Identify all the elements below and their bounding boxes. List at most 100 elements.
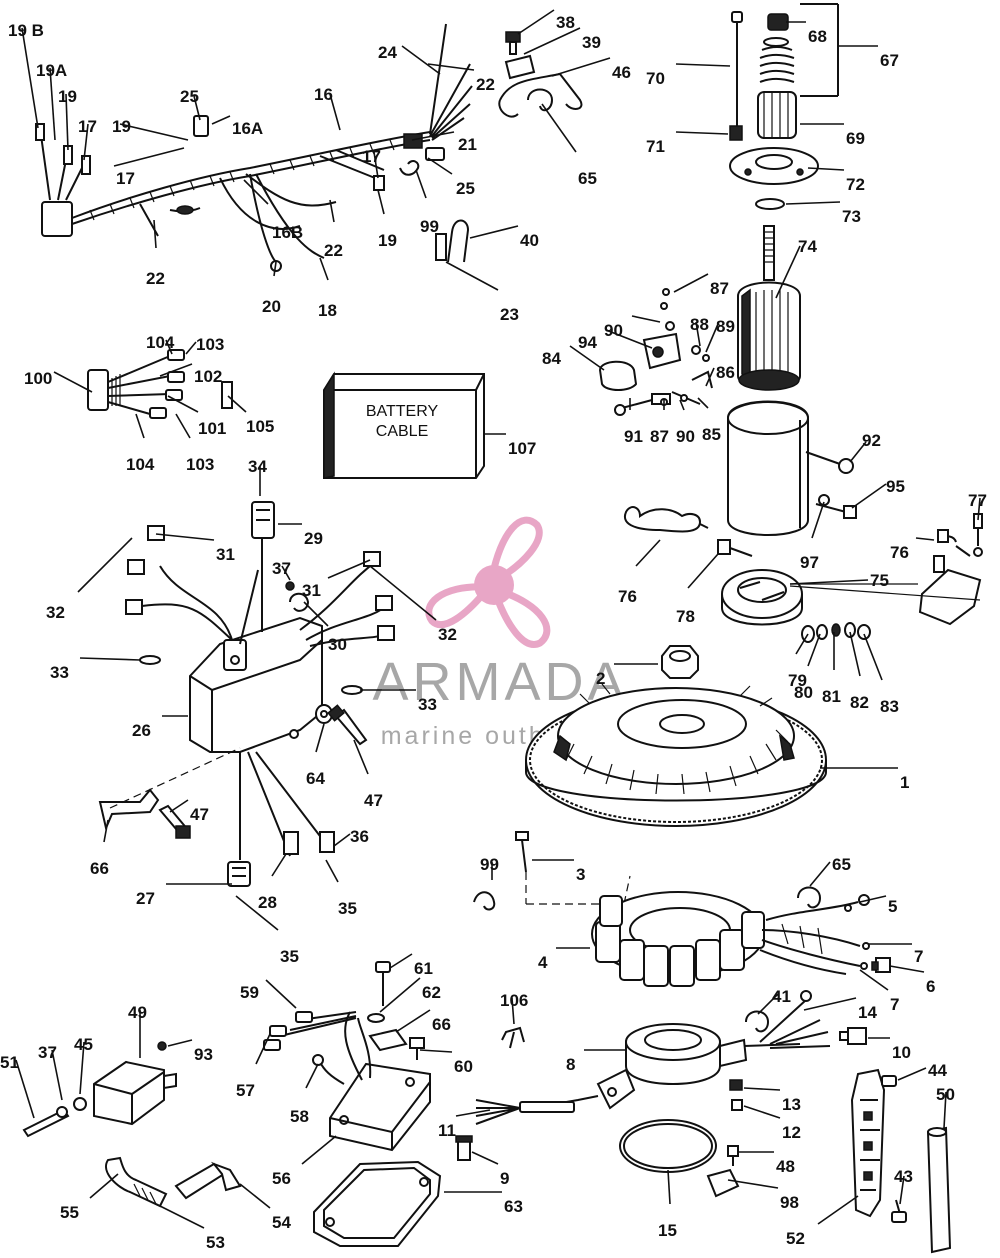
callout-label-c67[interactable]: 67 (880, 51, 899, 70)
bracket-46[interactable] (498, 72, 583, 118)
wiring-harness-16[interactable] (35, 23, 473, 272)
clip-40[interactable] (447, 219, 470, 263)
screw-48[interactable] (727, 1145, 739, 1166)
callout-label-c93[interactable]: 93 (194, 1045, 213, 1064)
callout-label-c56[interactable]: 56 (272, 1169, 291, 1188)
washers-79-83[interactable] (801, 622, 871, 643)
callout-label-c50[interactable]: 50 (936, 1085, 955, 1104)
callout-label-c1[interactable]: 1 (900, 773, 909, 792)
callout-label-c78[interactable]: 78 (676, 607, 695, 626)
connector-10[interactable] (839, 1027, 867, 1045)
screw-47-right[interactable] (327, 704, 368, 746)
callout-label-c16[interactable]: 16 (314, 85, 333, 104)
callout-label-c103a[interactable]: 103 (196, 335, 224, 354)
callout-label-c76b[interactable]: 76 (618, 587, 637, 606)
screw-95[interactable] (815, 503, 857, 519)
callout-label-c88[interactable]: 88 (690, 315, 709, 334)
strip-50[interactable] (926, 1126, 952, 1254)
callout-label-c95[interactable]: 95 (886, 477, 905, 496)
callout-label-c19b[interactable]: 19 B (8, 21, 44, 40)
callout-label-c14[interactable]: 14 (858, 1003, 877, 1022)
brush-parts-85-91[interactable] (614, 345, 713, 416)
screw-44[interactable] (881, 1075, 897, 1087)
callout-label-c47a[interactable]: 47 (364, 791, 383, 810)
callout-label-c46[interactable]: 46 (612, 63, 631, 82)
callout-label-c17a[interactable]: 17 (78, 117, 97, 136)
callout-label-c94[interactable]: 94 (578, 333, 597, 352)
brush-plate-76-right[interactable] (918, 529, 982, 626)
screw-92[interactable] (805, 451, 854, 474)
callout-label-c102[interactable]: 102 (194, 367, 222, 386)
callout-label-c25b[interactable]: 25 (456, 179, 475, 198)
callout-label-c22b[interactable]: 22 (324, 241, 343, 260)
callout-label-c54[interactable]: 54 (272, 1213, 291, 1232)
callout-label-c85[interactable]: 85 (702, 425, 721, 444)
callout-label-c31b[interactable]: 31 (302, 581, 321, 600)
callout-label-c37a[interactable]: 37 (272, 559, 291, 578)
callout-label-c19a[interactable]: 19A (36, 61, 67, 80)
callout-label-c31a[interactable]: 31 (216, 545, 235, 564)
callout-label-c60[interactable]: 60 (454, 1057, 473, 1076)
fuse-105[interactable] (221, 381, 233, 409)
armature-74[interactable] (737, 225, 801, 391)
wire-clip-99[interactable] (399, 160, 420, 176)
callout-label-c49[interactable]: 49 (128, 1003, 147, 1022)
oring-33-left[interactable] (139, 655, 161, 665)
callout-label-c28[interactable]: 28 (258, 893, 277, 912)
clip-99-bottom[interactable] (473, 891, 496, 911)
washer-93[interactable] (157, 1041, 167, 1051)
starter-drive-67[interactable] (757, 3, 839, 139)
callout-label-c87b[interactable]: 87 (650, 427, 669, 446)
callout-label-c41[interactable]: 41 (772, 987, 791, 1006)
callout-label-c32a[interactable]: 32 (46, 603, 65, 622)
callout-label-c100[interactable]: 100 (24, 369, 52, 388)
callout-label-c26[interactable]: 26 (132, 721, 151, 740)
connector-29[interactable] (251, 501, 275, 539)
callout-label-c79[interactable]: 79 (788, 671, 807, 690)
callout-label-c99a[interactable]: 99 (420, 217, 439, 236)
clamp-41[interactable] (745, 1010, 770, 1033)
ignition-leads-100[interactable] (87, 349, 185, 419)
callout-label-c72[interactable]: 72 (846, 175, 865, 194)
clamp-65-top[interactable] (527, 88, 554, 112)
connectors-27-28-36[interactable] (227, 831, 335, 887)
callout-label-c27[interactable]: 27 (136, 889, 155, 908)
washer-73[interactable] (755, 198, 785, 210)
callout-label-c43[interactable]: 43 (894, 1167, 913, 1186)
callout-label-c21[interactable]: 21 (458, 135, 477, 154)
callout-label-c91[interactable]: 91 (624, 427, 643, 446)
callout-label-c19c[interactable]: 19 (112, 117, 131, 136)
washer-71[interactable] (729, 125, 743, 141)
callout-label-c5[interactable]: 5 (888, 897, 897, 916)
callout-label-c45[interactable]: 45 (74, 1035, 93, 1054)
charge-coil-8[interactable] (475, 990, 831, 1125)
screw-60[interactable] (409, 1037, 425, 1060)
bracket-66-bottom[interactable] (368, 1028, 408, 1052)
callout-label-c73[interactable]: 73 (842, 207, 861, 226)
callout-label-c104b[interactable]: 104 (126, 455, 155, 474)
callout-label-c25a[interactable]: 25 (180, 87, 199, 106)
callout-label-c9[interactable]: 9 (500, 1169, 509, 1188)
stator-4[interactable] (591, 891, 870, 987)
callout-label-c33b[interactable]: 33 (418, 695, 437, 714)
callout-label-c37b[interactable]: 37 (38, 1043, 57, 1062)
callout-label-c11[interactable]: 11 (438, 1121, 456, 1140)
callout-label-c69[interactable]: 69 (846, 129, 865, 148)
callout-label-c24[interactable]: 24 (378, 43, 397, 62)
callout-label-c17b[interactable]: 17 (116, 169, 135, 188)
callout-label-c18[interactable]: 18 (318, 301, 337, 320)
callout-label-c99b[interactable]: 99 (480, 855, 499, 874)
washer-62[interactable] (367, 1013, 385, 1023)
callout-label-c16a[interactable]: 16A (232, 119, 263, 138)
callout-label-c20[interactable]: 20 (262, 297, 281, 316)
callout-label-c105[interactable]: 105 (246, 417, 274, 436)
fuse-23[interactable] (435, 233, 447, 261)
callout-label-c84[interactable]: 84 (542, 349, 561, 368)
callout-label-c38[interactable]: 38 (556, 13, 575, 32)
clip-106[interactable] (501, 1026, 525, 1049)
end-cap-75[interactable] (721, 569, 803, 626)
callout-label-c6[interactable]: 6 (926, 977, 935, 996)
spark-plug-boot-54[interactable] (174, 1161, 242, 1200)
flywheel-1[interactable] (525, 683, 827, 827)
callout-label-c52[interactable]: 52 (786, 1229, 805, 1248)
